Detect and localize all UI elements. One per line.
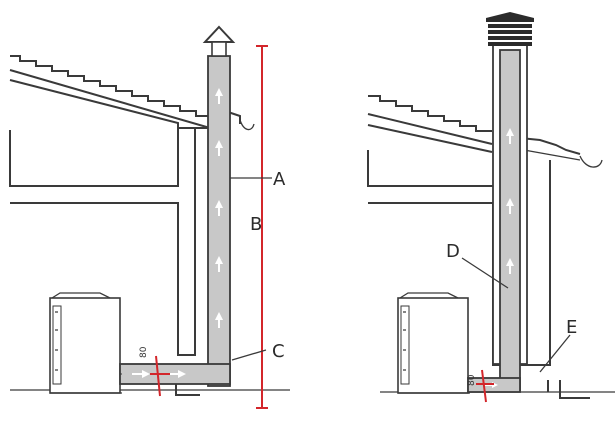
label-d: D [446, 241, 460, 262]
leader-e [539, 334, 571, 373]
left-roof [9, 55, 255, 131]
right-installation: 80 D E [367, 12, 615, 403]
left-installation: 80 A B C [9, 25, 290, 409]
left-wall [9, 128, 196, 356]
left-min-length-marker [150, 355, 170, 397]
right-stove [397, 292, 470, 394]
left-height-dimension [256, 45, 268, 409]
left-chimney-pipe [202, 25, 236, 387]
right-ground-step [547, 380, 590, 399]
right-flow-arrows [506, 128, 514, 274]
right-roof [367, 95, 603, 168]
left-min-length-text: 80 [139, 346, 149, 358]
right-wall [367, 150, 551, 366]
label-a: A [273, 169, 286, 190]
right-min-length-marker [476, 369, 494, 403]
chimney-cowl [486, 12, 534, 46]
leader-c [231, 349, 267, 361]
left-flow-arrows [215, 88, 223, 328]
right-chimney [486, 12, 534, 391]
left-connector-pipe [119, 363, 231, 385]
left-stove [49, 292, 122, 394]
right-min-length-text: 80 [467, 374, 477, 386]
label-e: E [566, 317, 577, 338]
label-b: B [250, 214, 262, 235]
label-c: C [272, 341, 285, 362]
leader-d [461, 257, 509, 289]
